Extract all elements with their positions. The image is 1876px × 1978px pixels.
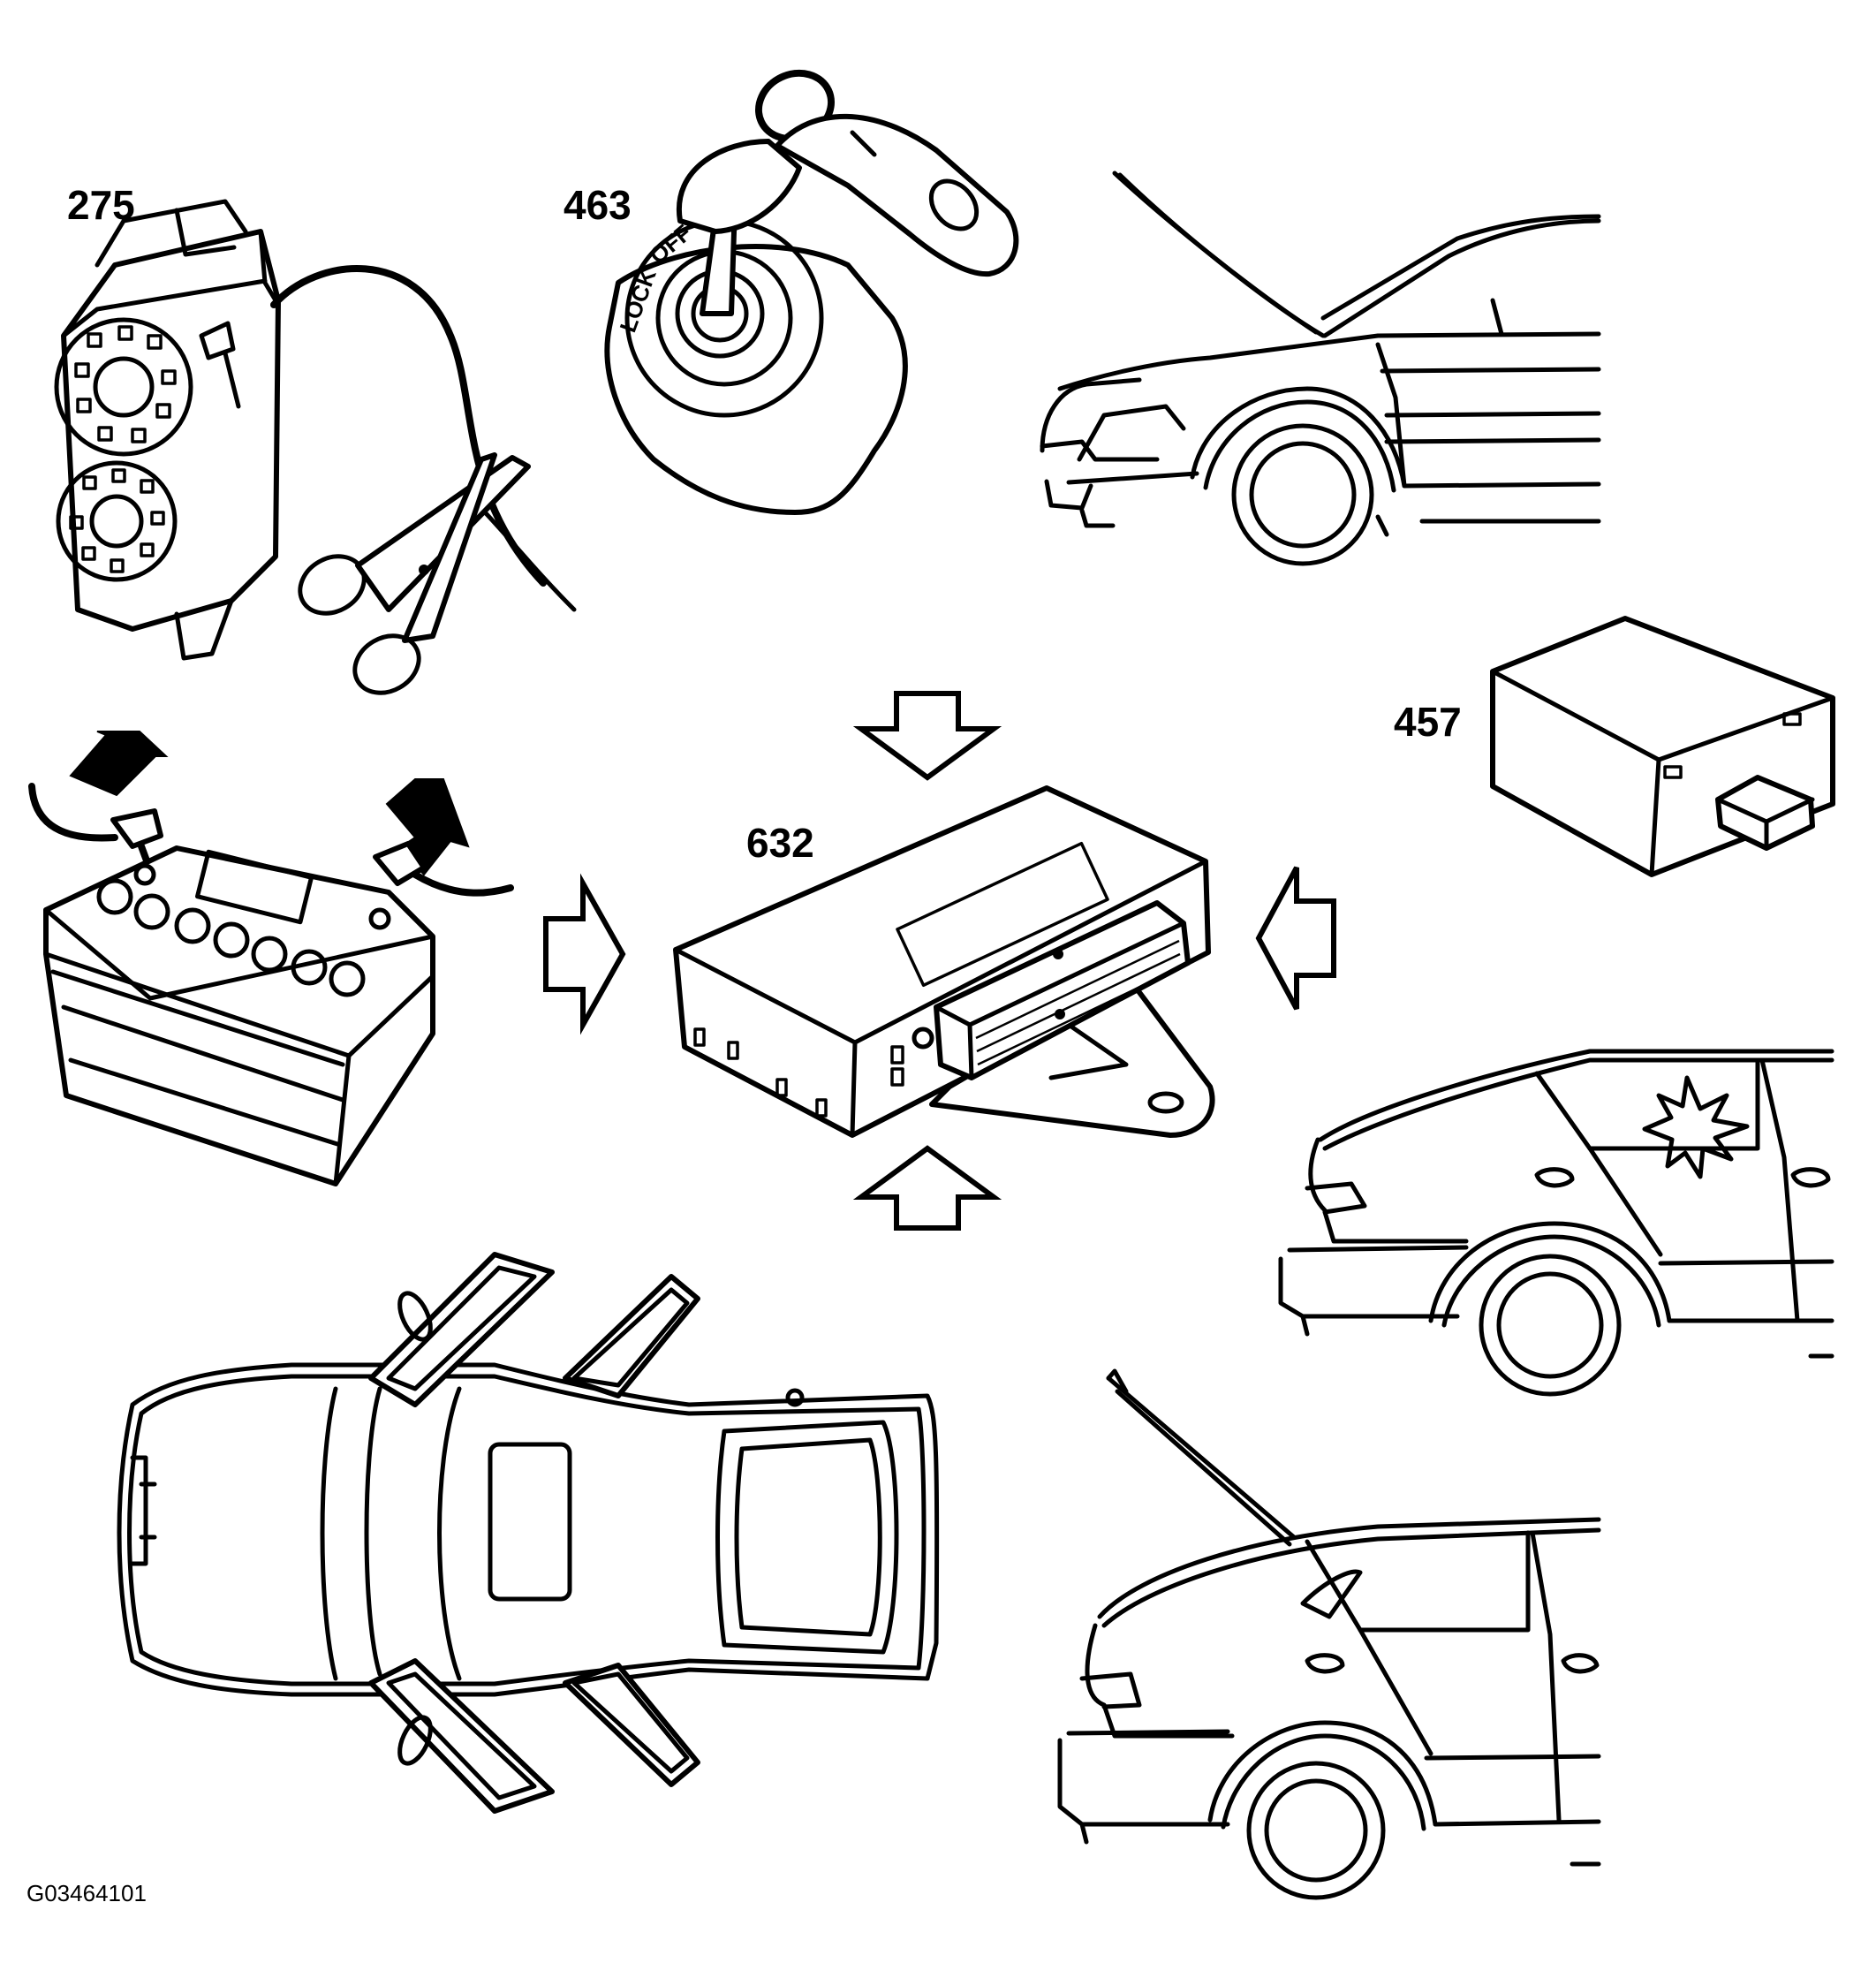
- battery: [28, 731, 514, 1186]
- car-top-view-doors-open: [117, 1252, 940, 1814]
- arrow-right-icon: [543, 873, 626, 1035]
- scissors-icon: [298, 452, 531, 695]
- control-module-632: 632: [673, 785, 1215, 1138]
- pointing-arrows: [543, 691, 1336, 1231]
- label-632: 632: [746, 820, 814, 866]
- car-rear-side: [1278, 1049, 1834, 1397]
- siren-457: 457: [1394, 616, 1835, 877]
- arrow-left-icon: [1255, 866, 1336, 1011]
- car-rear-tailgate-open: [1057, 1368, 1601, 1900]
- arrow-up-left-icon: [69, 731, 169, 797]
- ignition-key-463: 463 LOCK OFF: [564, 69, 1019, 515]
- arrow-down-icon: [852, 691, 1002, 781]
- diagnostic-connector-275: 275: [54, 182, 577, 695]
- car-front-hood-open: [1040, 171, 1601, 566]
- label-463: 463: [564, 182, 632, 228]
- figure-id: G03464101: [26, 1880, 147, 1906]
- glass-break-star-icon: [1642, 1075, 1750, 1179]
- label-457: 457: [1394, 699, 1462, 745]
- arrow-up-icon: [852, 1145, 1002, 1231]
